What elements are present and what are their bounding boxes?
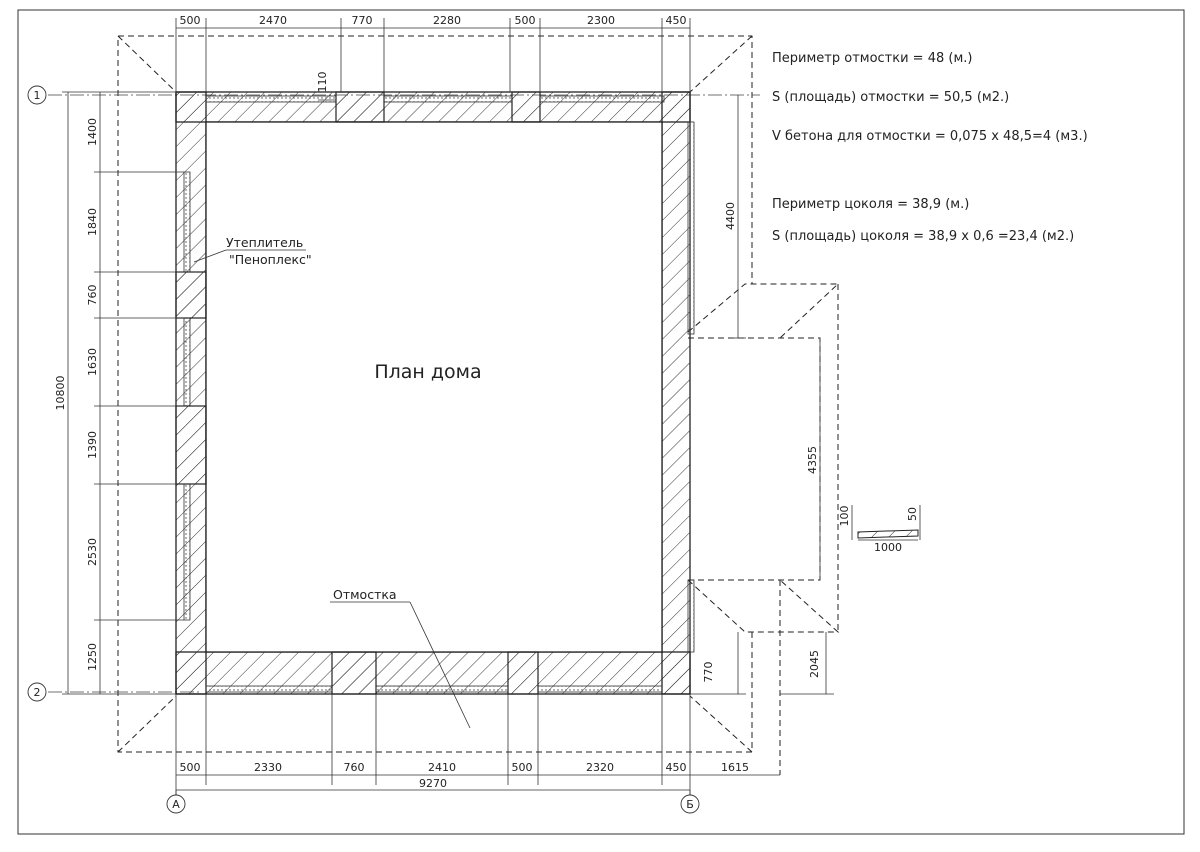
note-blind-area-square: S (площадь) отмостки = 50,5 (м2.) [772,90,1009,105]
blind-area-section [851,505,921,541]
dim-bottom-3: 760 [344,761,365,774]
dim-bottom-1: 500 [180,761,201,774]
dimension-line-right [690,95,834,695]
svg-text:"Пеноплекс": "Пеноплекс" [229,252,312,267]
dimension-line-left [62,91,184,695]
house-interior [205,121,663,653]
dim-bottom-5: 500 [512,761,533,774]
axis-bubble-row-1: 1 [27,85,47,105]
dim-bottom-total: 9270 [419,777,447,790]
note-blind-area-perimeter: Периметр отмостки = 48 (м.) [772,51,972,66]
blind-area-callout: Отмостка [330,587,471,729]
insulation-callout: Утеплитель "Пеноплекс" [193,235,312,267]
dim-left-2: 1840 [86,208,99,236]
note-plinth-square: S (площадь) цоколя = 38,9 х 0,6 =23,4 (м… [772,229,1074,244]
dim-top-small: 110 [316,72,329,93]
dim-top-2: 2470 [259,14,287,27]
dim-top-6: 2300 [587,14,615,27]
house-walls [175,91,691,695]
plan-title: План дома [374,361,481,383]
dim-porch-lower: 2045 [808,650,821,678]
svg-text:1: 1 [34,89,41,102]
note-blind-area-concrete: V бетона для отмостки = 0,075 х 48,5=4 (… [772,129,1088,144]
dim-section-width: 1000 [874,541,902,554]
dim-top-7: 450 [666,14,687,27]
dim-top-5: 500 [515,14,536,27]
axis-bubble-row-2: 2 [27,682,47,702]
svg-text:2: 2 [34,686,41,699]
dim-left-6: 2530 [86,538,99,566]
dimension-line-bottom [175,694,780,800]
dim-left-7: 1250 [86,643,99,671]
insulation-layer [183,95,695,693]
wall-piers [175,91,541,695]
dim-bottom-7: 450 [666,761,687,774]
east-wall [661,91,691,695]
dim-right-lower: 770 [702,662,715,683]
dim-top-1: 500 [180,14,201,27]
dim-bottom-4: 2410 [428,761,456,774]
dim-left-5: 1390 [86,431,99,459]
west-wall [175,91,207,695]
dimension-line-top [175,18,691,92]
dim-section-thickness: 100 [838,506,851,527]
svg-text:Б: Б [686,798,694,811]
dim-porch-depth: 4355 [806,446,819,474]
dim-left-total: 10800 [54,376,67,411]
dim-top-3: 770 [352,14,373,27]
svg-text:Отмостка: Отмостка [333,587,397,602]
dim-left-1: 1400 [86,118,99,146]
dim-top-4: 2280 [433,14,461,27]
dim-bottom-8: 1615 [721,761,749,774]
axis-bubble-col-b: Б [680,790,700,814]
svg-text:Утеплитель: Утеплитель [226,235,303,250]
sheet-frame [17,9,1185,835]
svg-text:А: А [172,798,180,811]
dim-left-4: 1630 [86,348,99,376]
dim-left-3: 760 [86,285,99,306]
dim-section-edge: 50 [906,507,919,521]
dim-right-upper: 4400 [724,202,737,230]
dim-bottom-6: 2320 [586,761,614,774]
note-plinth-perimeter: Периметр цоколя = 38,9 (м.) [772,197,969,212]
axis-bubble-col-a: А [166,790,186,814]
dim-bottom-2: 2330 [254,761,282,774]
